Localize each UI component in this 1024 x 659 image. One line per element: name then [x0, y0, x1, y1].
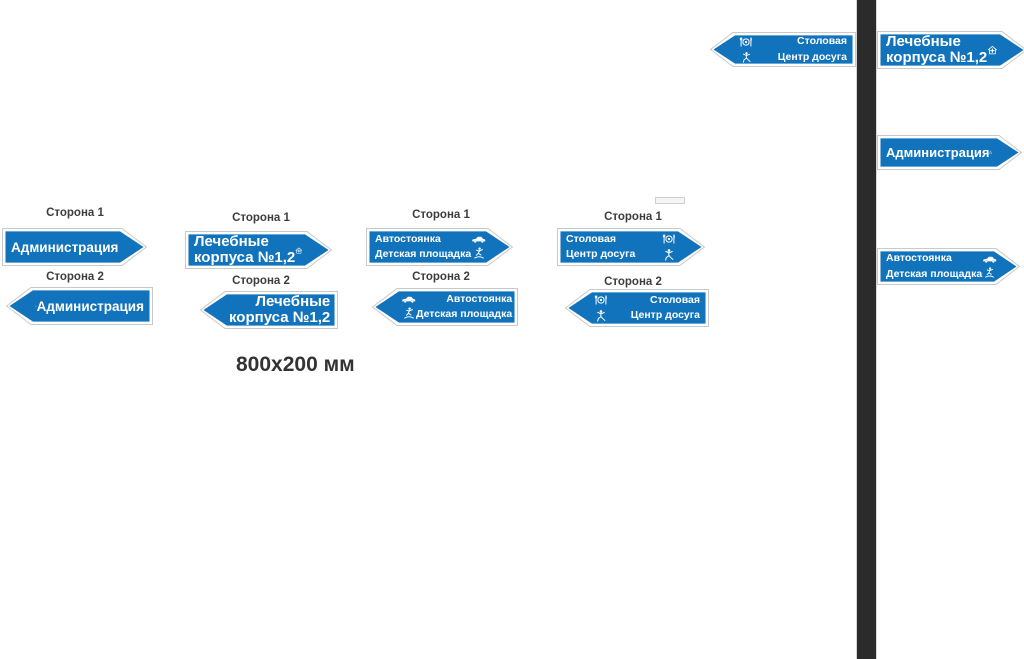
- leisure-icon: [662, 248, 676, 262]
- sign-text-line2: Детская площадка: [375, 248, 472, 260]
- sign-icons: [594, 293, 608, 323]
- sign-text-lines: Лечебные корпуса №1,2: [194, 232, 296, 267]
- sign-icons: [739, 35, 753, 64]
- sign-icons: [662, 232, 676, 262]
- sign-text-line1: Столовая: [566, 232, 616, 245]
- side1-label-pair3: Сторона 1: [412, 209, 470, 221]
- sign-text-lines: Столовая Центр досуга: [566, 232, 635, 263]
- sign-text-line2: Центр досуга: [566, 248, 636, 260]
- sign-parking-side2: Автостоянка Детская площадка: [372, 288, 518, 326]
- house-flag-icon: [989, 140, 993, 165]
- sign-administration-side2: Администрация: [6, 287, 153, 325]
- side2-label-pair1: Сторона 2: [46, 271, 104, 283]
- sign-text-line1: Столовая: [650, 293, 700, 306]
- sign-medical-side2: Лечебные корпуса №1,2: [200, 291, 338, 329]
- sign-text-line1: Столовая: [797, 35, 847, 47]
- dining-icon: [739, 35, 753, 49]
- pole-sign-administration: Администрация: [877, 135, 1022, 170]
- sign-text-line1: Автостоянка: [446, 292, 513, 305]
- pole-sign-medical: Лечебные корпуса №1,2: [877, 31, 1024, 69]
- house-cross-icon: [295, 237, 303, 264]
- sign-text-lines: Столовая Центр досуга: [631, 293, 700, 324]
- sign-text-line2: корпуса №1,2: [194, 249, 296, 266]
- side1-label-pair4: Сторона 1: [604, 211, 662, 223]
- sign-text-line1: Лечебные: [194, 232, 269, 250]
- dining-icon: [594, 293, 608, 307]
- sign-text-line2: Центр досуга: [630, 309, 700, 321]
- pole-sign-canteen: Столовая Центр досуга: [710, 32, 856, 67]
- playground-icon: [472, 246, 486, 260]
- sign-text-lines: Столовая Центр досуга: [778, 34, 847, 65]
- small-marker-rect: [655, 197, 685, 204]
- sign-text-line1: Автостоянка: [375, 232, 441, 245]
- sign-text-lines: Автостоянка Детская площадка: [375, 232, 471, 263]
- sign-text-lines: Лечебные корпуса №1,2: [229, 292, 331, 327]
- sign-canteen-side1: Столовая Центр досуга: [557, 228, 705, 266]
- house-cross-icon: [987, 37, 998, 63]
- car-icon: [982, 255, 997, 264]
- side2-label-pair2: Сторона 2: [232, 275, 290, 287]
- side1-label-pair1: Сторона 1: [46, 207, 104, 219]
- sign-parking-side1: Автостоянка Детская площадка: [366, 228, 513, 266]
- car-icon: [401, 295, 416, 304]
- sign-text-line2: Детская площадка: [886, 267, 983, 280]
- sign-pole: [856, 0, 877, 659]
- playground-icon: [983, 266, 996, 279]
- playground-icon: [402, 306, 416, 320]
- sign-text-lines: Лечебные корпуса №1,2: [886, 32, 988, 67]
- leisure-icon: [594, 309, 608, 323]
- sign-text-line2: Детская площадка: [416, 308, 513, 320]
- dimension-label: 800x200 мм: [236, 353, 355, 376]
- pole-sign-parking: Автостоянка Детская площадка: [877, 248, 1020, 285]
- car-icon: [471, 235, 486, 244]
- sign-text-lines: Автостоянка Детская площадка: [886, 251, 982, 282]
- sign-administration-side1: Администрация: [2, 228, 147, 266]
- sign-icons: [401, 295, 416, 320]
- sign-text: Администрация: [11, 239, 119, 255]
- sign-text: Администрация: [886, 145, 990, 160]
- sign-text-line1: Автостоянка: [886, 252, 952, 264]
- sign-icons: [471, 235, 486, 260]
- dining-icon: [662, 232, 676, 246]
- leisure-icon: [740, 51, 753, 64]
- sign-text-line2: корпуса №1,2: [886, 49, 988, 66]
- sign-text-line1: Лечебные: [255, 292, 331, 310]
- sign-text-lines: Автостоянка Детская площадка: [416, 292, 512, 323]
- sign-canteen-side2: Столовая Центр досуга: [565, 289, 709, 327]
- side2-label-pair4: Сторона 2: [604, 276, 662, 288]
- sign-text-line1: Лечебные: [886, 32, 961, 50]
- side1-label-pair2: Сторона 1: [232, 212, 290, 224]
- sign-medical-side1: Лечебные корпуса №1,2: [185, 231, 332, 269]
- sign-text-line2: корпуса №1,2: [229, 309, 331, 326]
- sign-icons: [982, 255, 997, 279]
- side2-label-pair3: Сторона 2: [412, 271, 470, 283]
- sign-text: Администрация: [36, 298, 144, 314]
- sign-text-line2: Центр досуга: [777, 50, 847, 63]
